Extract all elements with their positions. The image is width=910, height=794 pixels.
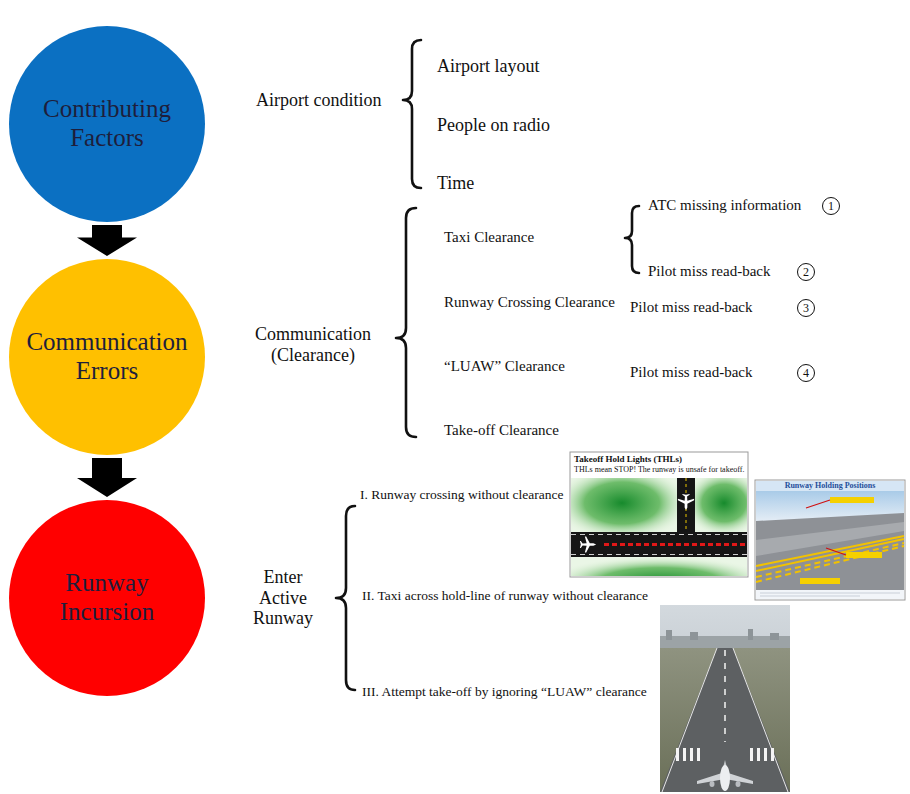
photo-frame bbox=[755, 480, 905, 600]
bracket bbox=[336, 506, 355, 690]
runway-edge bbox=[733, 648, 788, 792]
threshold-bar bbox=[683, 748, 686, 761]
hold-lights bbox=[604, 543, 747, 546]
ground bbox=[660, 648, 790, 792]
threshold-bar bbox=[697, 748, 700, 761]
hold-line bbox=[756, 546, 904, 582]
figure-title: Takeoff Hold Lights (THLs) bbox=[574, 454, 682, 464]
figure-note: THLs mean STOP! The runway is unsafe for… bbox=[574, 465, 744, 474]
caption-bar bbox=[760, 593, 900, 594]
taxiway bbox=[677, 478, 695, 533]
figure-title: Runway Holding Positions bbox=[755, 481, 905, 490]
runway-photo bbox=[660, 605, 790, 792]
threshold-bar bbox=[750, 748, 753, 761]
callout-number: 4 bbox=[797, 364, 815, 382]
threshold-bar bbox=[771, 748, 774, 761]
factor-circle: Contributing Factors bbox=[9, 26, 205, 222]
bracket bbox=[403, 40, 421, 188]
runway-edge bbox=[571, 554, 747, 555]
airplane-engine bbox=[710, 781, 715, 787]
grass-patch bbox=[571, 556, 747, 576]
airplane-icon bbox=[580, 536, 596, 552]
building bbox=[666, 630, 672, 640]
error-type: ATC missing information bbox=[648, 197, 801, 214]
error-type: Pilot miss read-back bbox=[648, 263, 770, 280]
sign-arrow bbox=[826, 548, 846, 555]
error-type: Pilot miss read-back bbox=[630, 299, 752, 316]
clearance-type: “LUAW” Clearance bbox=[444, 358, 565, 375]
runway-centerline bbox=[724, 650, 726, 742]
threshold-bar bbox=[757, 748, 760, 761]
callout-number: 3 bbox=[797, 299, 815, 317]
runway-edge bbox=[571, 534, 747, 535]
threshold-bar bbox=[690, 748, 693, 761]
sign-tag bbox=[846, 552, 882, 558]
clearance-type: Take-off Clearance bbox=[444, 422, 559, 439]
incursion-type: I. Runway crossing without clearance bbox=[360, 487, 564, 503]
callout-number: 2 bbox=[797, 263, 815, 281]
sign-arrow bbox=[806, 500, 830, 508]
airplane-icon bbox=[678, 494, 694, 510]
incursion-circle: Runway Incursion bbox=[9, 500, 205, 696]
apron bbox=[756, 513, 904, 590]
runway bbox=[571, 532, 747, 557]
factor-item: Airport layout bbox=[437, 56, 539, 77]
circle-title: Contributing Factors bbox=[21, 95, 193, 153]
incursion-type: II. Taxi across hold-line of runway with… bbox=[362, 588, 648, 604]
hold-line bbox=[756, 539, 904, 571]
runway-surface bbox=[660, 648, 790, 792]
sign-tag bbox=[800, 578, 840, 584]
bracket bbox=[625, 206, 639, 273]
circle-title: Runway Incursion bbox=[21, 569, 193, 627]
flow-arrow bbox=[77, 225, 137, 256]
airplane-engine bbox=[736, 781, 741, 787]
figure-scene bbox=[571, 478, 747, 576]
clearance-type: Taxi Clearance bbox=[444, 229, 534, 246]
building bbox=[748, 629, 753, 640]
error-type: Pilot miss read-back bbox=[630, 364, 752, 381]
factor-item: Time bbox=[437, 173, 474, 194]
circle-title: Communication Errors bbox=[21, 328, 193, 386]
caption-bar bbox=[760, 596, 860, 597]
hold-line bbox=[756, 536, 904, 566]
photo-header bbox=[756, 481, 904, 491]
error-circle: Communication Errors bbox=[9, 259, 205, 455]
sky bbox=[660, 605, 790, 792]
clearance-type: Runway Crossing Clearance bbox=[444, 294, 615, 311]
threshold-bar bbox=[764, 748, 767, 761]
group-label: Airport condition bbox=[256, 90, 381, 111]
caption-strip bbox=[756, 590, 904, 599]
building bbox=[770, 633, 779, 640]
runway-edge bbox=[662, 648, 717, 792]
group-label: Enter Active Runway bbox=[250, 567, 316, 629]
building bbox=[690, 632, 698, 640]
takeoff-hold-lights-figure bbox=[548, 452, 772, 608]
incursion-type: III. Attempt take-off by ignoring “LUAW”… bbox=[362, 684, 647, 700]
holding-positions-photo bbox=[755, 480, 905, 600]
factor-item: People on radio bbox=[437, 115, 550, 136]
airplane-body bbox=[720, 765, 730, 791]
sign-tag bbox=[830, 497, 874, 503]
bracket bbox=[396, 208, 416, 437]
threshold-bar bbox=[676, 748, 679, 761]
grass-patch bbox=[571, 478, 690, 541]
hold-line bbox=[756, 543, 904, 577]
flow-arrow bbox=[77, 458, 137, 497]
callout-number: 1 bbox=[822, 197, 840, 215]
group-label: Communication (Clearance) bbox=[246, 324, 380, 365]
